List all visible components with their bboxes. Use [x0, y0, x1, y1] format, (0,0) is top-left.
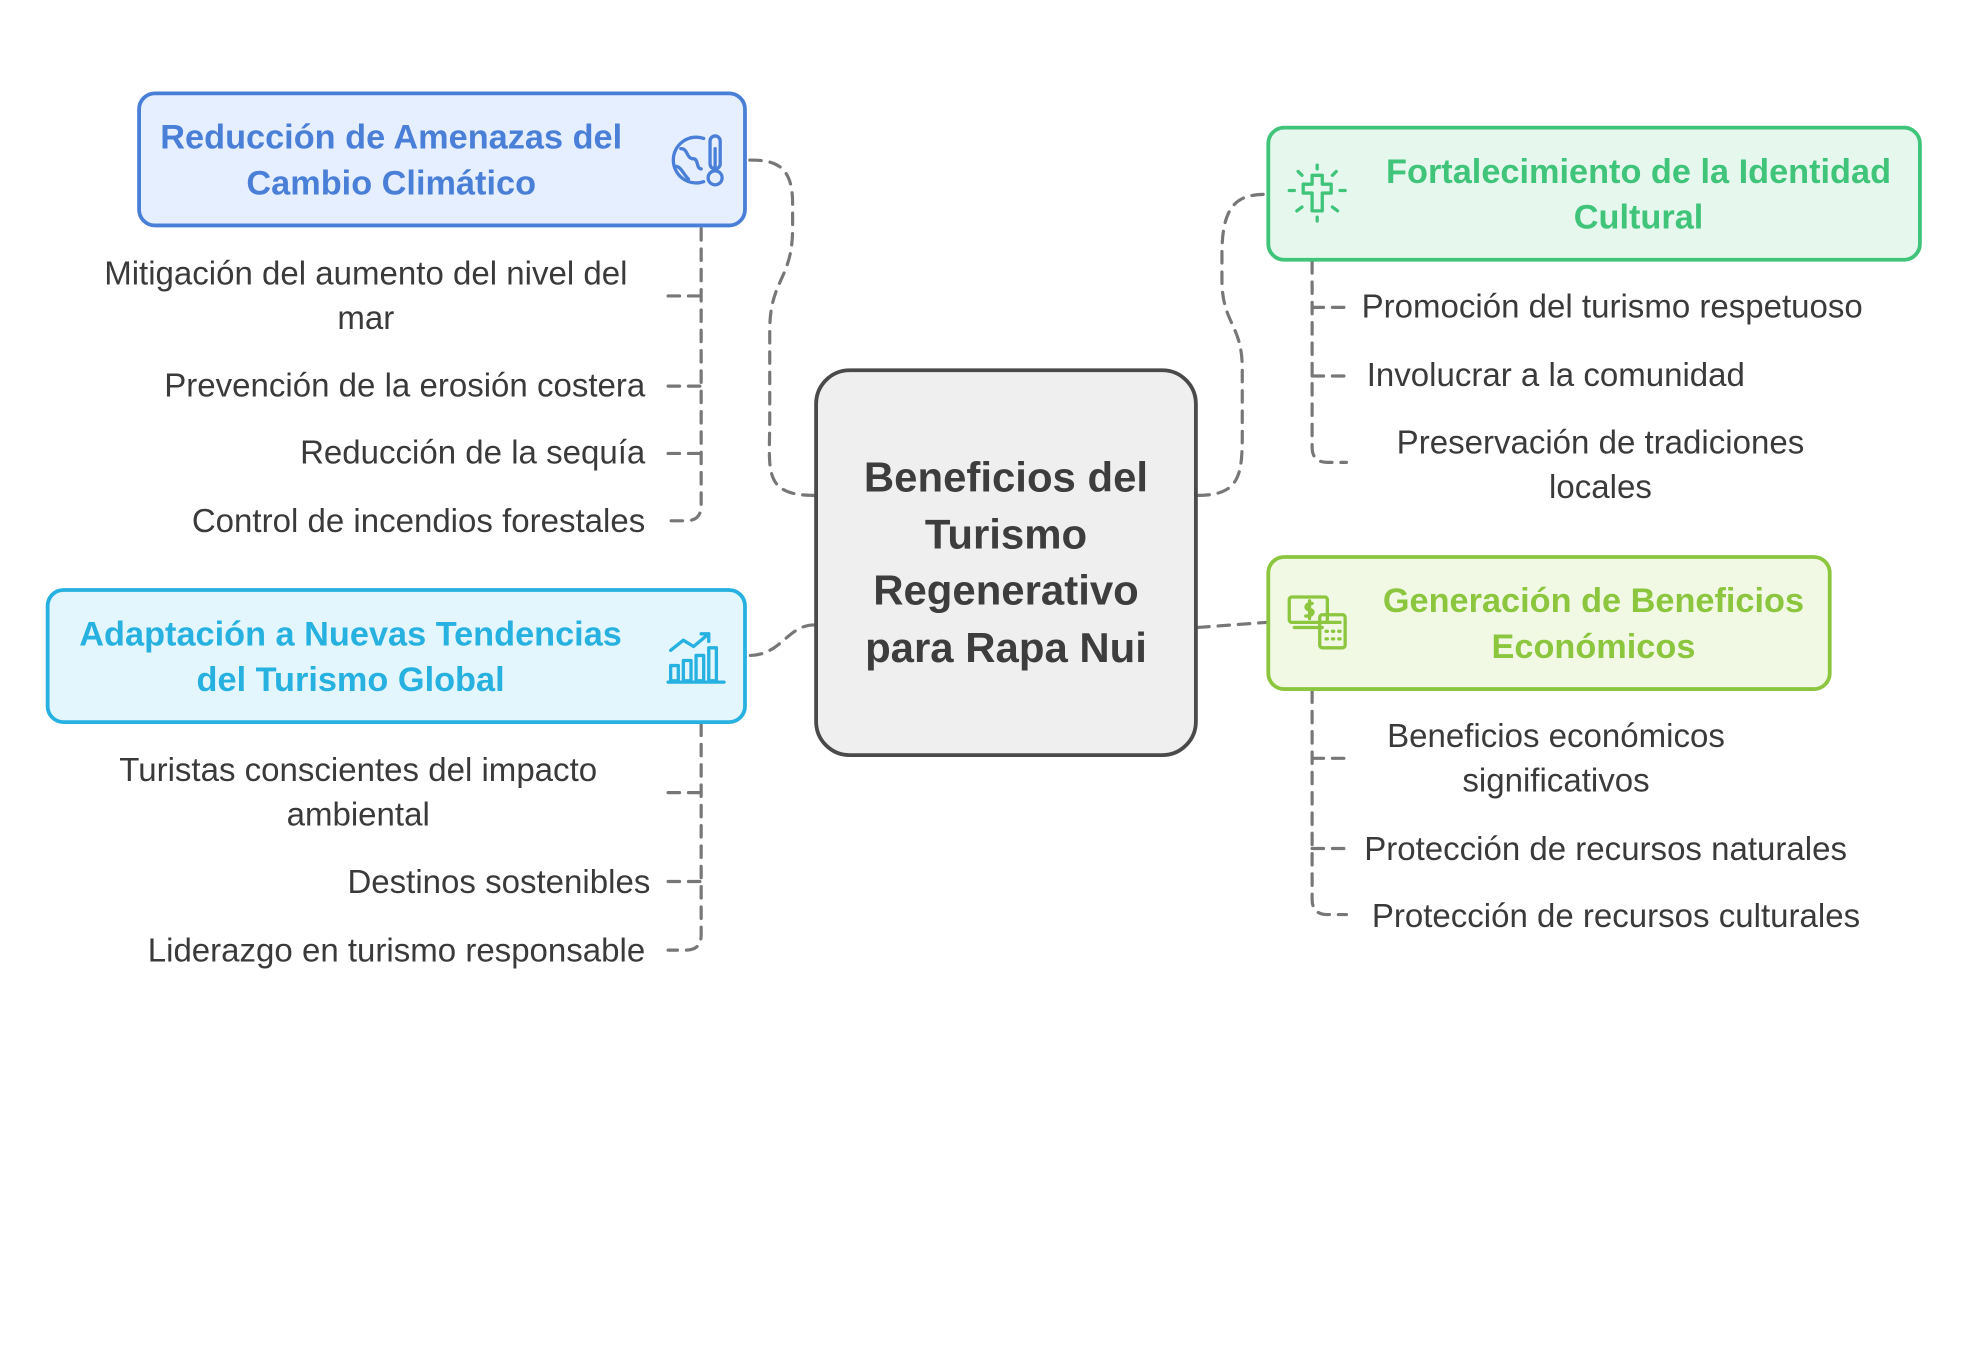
culture-item-3: Preservación de tradiciones locales	[1396, 422, 1805, 506]
culture-item-2: Involucrar a la comunidad	[1366, 355, 1745, 394]
cross-radiant-icon	[1287, 163, 1347, 223]
branch-global-trends: Adaptación a Nuevas Tendencias del Turis…	[45, 588, 747, 725]
center-topic-node: Beneficios del Turismo Regenerativo para…	[814, 368, 1198, 758]
branch-economic-benefits-title: Generación de Beneficios Económicos	[1382, 581, 1805, 665]
connector-center-climate	[747, 158, 816, 497]
climate-item-3: Reducción de la sequía	[300, 433, 646, 472]
climate-item-2: Prevención de la erosión costera	[164, 365, 646, 404]
connector-climate-items	[666, 227, 703, 523]
connector-center-economic	[1196, 620, 1268, 630]
trends-item-2: Destinos sostenibles	[347, 862, 651, 901]
connector-center-trends	[747, 623, 816, 658]
connector-economic-items	[1310, 689, 1348, 917]
connector-culture-items	[1310, 260, 1351, 464]
trends-item-1: Turistas conscientes del impacto ambient…	[119, 750, 598, 834]
culture-item-1: Promoción del turismo respetuoso	[1361, 287, 1863, 326]
branch-cultural-identity-title: Fortalecimiento de la Identidad Cultural	[1386, 151, 1892, 236]
climate-item-4: Control de incendios forestales	[191, 501, 646, 540]
branch-climate-threats-title: Reducción de Amenazas del Cambio Climáti…	[160, 117, 623, 202]
trends-item-3: Liderazgo en turismo responsable	[147, 931, 646, 970]
connector-trends-items	[666, 722, 703, 952]
center-title: Beneficios del Turismo Regenerativo para…	[863, 453, 1149, 671]
branch-economic-benefits: Generación de Beneficios Económicos	[1266, 555, 1832, 691]
branch-climate-threats: Reducción de Amenazas del Cambio Climáti…	[137, 91, 747, 228]
climate-item-1: Mitigación del aumento del nivel del mar	[104, 254, 628, 337]
branch-global-trends-title: Adaptación a Nuevas Tendencias del Turis…	[79, 614, 622, 698]
economic-item-3: Protección de recursos culturales	[1371, 896, 1861, 935]
economic-item-2: Protección de recursos naturales	[1364, 829, 1847, 868]
branch-cultural-identity: Fortalecimiento de la Identidad Cultural	[1266, 125, 1922, 262]
growth-chart-icon	[666, 632, 726, 684]
globe-thermometer-icon	[671, 134, 724, 187]
economic-item-1: Beneficios económicos significativos	[1387, 716, 1725, 799]
connector-lines	[666, 158, 1351, 952]
connector-center-culture	[1196, 192, 1268, 497]
money-calculator-icon	[1287, 595, 1347, 650]
